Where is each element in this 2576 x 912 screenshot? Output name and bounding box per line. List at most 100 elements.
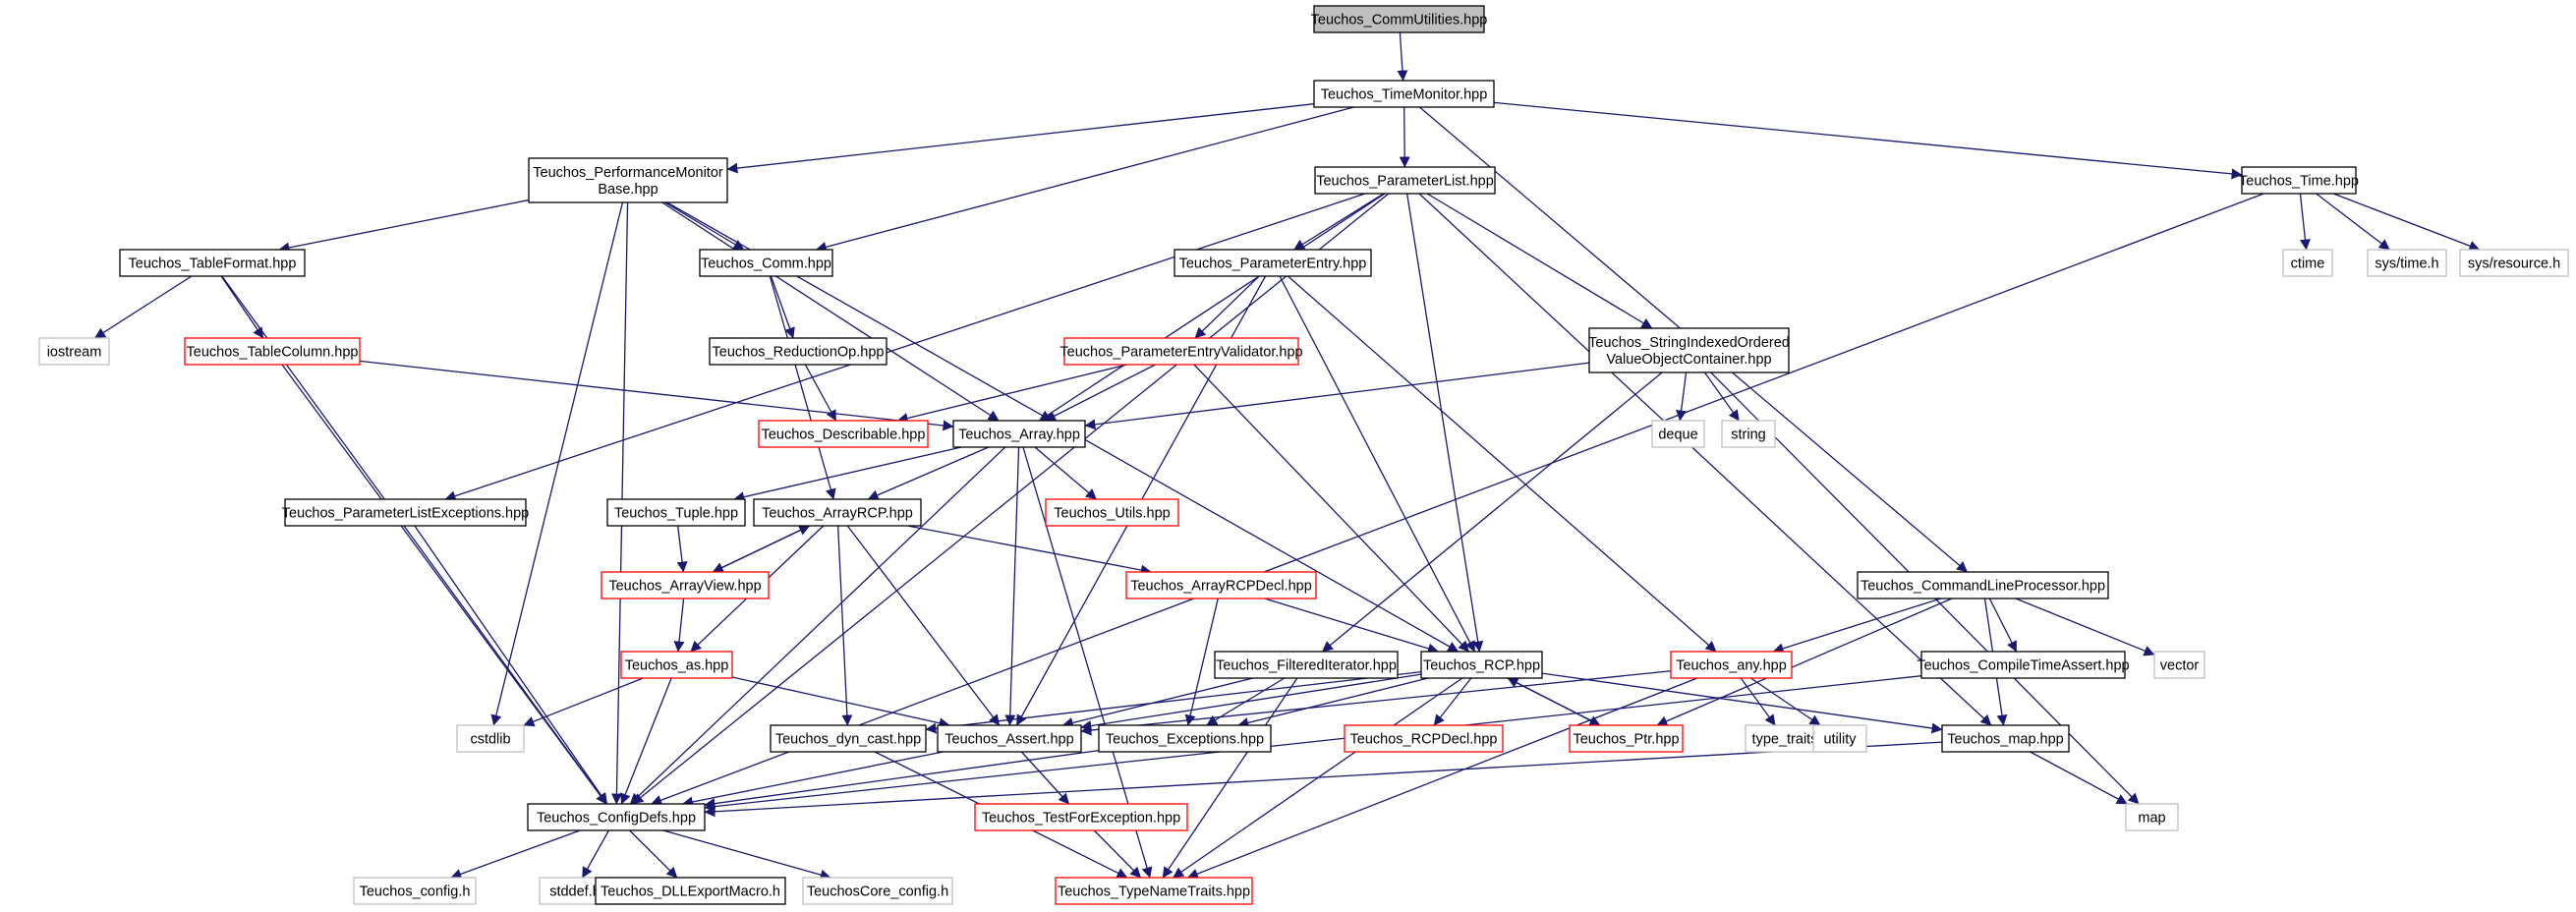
node-coreconfig: TeuchosCore_config.h [802,877,953,905]
node-label: Teuchos_Time.hpp [2239,174,2359,190]
node-label: Teuchos_RCP.hpp [1423,658,1540,674]
node-as[interactable]: Teuchos_as.hpp [620,651,733,679]
node-tablecol[interactable]: Teuchos_TableColumn.hpp [184,337,361,366]
node-label: Teuchos_RCPDecl.hpp [1350,732,1498,748]
edges-layer [94,31,2481,881]
node-box [1344,724,1504,753]
node-label: Teuchos_TestForException.hpp [982,811,1180,826]
node-box [620,651,733,679]
edge-exceptions-to-configdefs [704,749,1100,810]
node-map_hpp[interactable]: Teuchos_map.hpp [1941,724,2070,753]
edge-arrayrcp-to-dyncast [836,525,853,726]
edge-tableformat-to-tablecol [220,275,264,339]
node-label: Teuchos_ParameterList.hpp [1316,174,1494,190]
edge-any-to-typename [1186,677,1698,880]
edge-strindexed-to-array [1084,362,1590,430]
node-box [1569,724,1684,753]
node-arrayview[interactable]: Teuchos_ArrayView.hpp [601,571,770,599]
node-testforexc[interactable]: Teuchos_TestForException.hpp [974,803,1188,831]
node-box [753,498,922,527]
edge-arrayview-to-arrayrcp [712,525,811,573]
node-config: Teuchos_config.h [353,877,477,905]
edge-rcp-to-dyncast [925,671,1422,734]
node-label: deque [1658,428,1697,443]
node-timemon[interactable]: Teuchos_TimeMonitor.hpp [1313,80,1495,108]
edge-array-to-configdefs [629,446,1006,805]
node-time[interactable]: Teuchos_Time.hpp [2239,166,2359,195]
node-plexceptions[interactable]: Teuchos_ParameterListExceptions.hpp [282,498,529,527]
edge-rcp-to-map_hpp [1541,672,1943,734]
node-filtered[interactable]: Teuchos_FilteredIterator.hpp [1214,651,1399,679]
edge-pevalidator-to-array [1045,364,1156,422]
node-label: sys/resource.h [2468,256,2560,272]
edge-timemon-to-time [1493,101,2243,180]
node-any[interactable]: Teuchos_any.hpp [1670,651,1793,679]
node-label: type_traits [1752,732,1818,748]
node-configdefs[interactable]: Teuchos_ConfigDefs.hpp [527,803,706,831]
node-comm[interactable]: Teuchos_Comm.hpp [699,249,833,277]
node-deque: deque [1651,420,1705,448]
node-rcpdecl[interactable]: Teuchos_RCPDecl.hpp [1344,724,1504,753]
edge-arrayview-to-as [673,598,685,653]
node-root[interactable]: Teuchos_CommUtilities.hpp [1311,5,1488,33]
node-label: Teuchos_config.h [360,884,471,900]
node-label: TeuchosCore_config.h [807,884,948,900]
node-paramentry[interactable]: Teuchos_ParameterEntry.hpp [1174,249,1372,277]
edge-rcp-to-assert [1080,673,1422,731]
node-rcp[interactable]: Teuchos_RCP.hpp [1420,651,1543,679]
node-label: Teuchos_dyn_cast.hpp [775,732,921,748]
node-arrayrcpdecl[interactable]: Teuchos_ArrayRCPDecl.hpp [1125,571,1317,599]
node-label: stddef.h [549,884,601,900]
node-box [1174,249,1372,277]
edge-strindexed-to-string [1703,371,1740,422]
node-dyncast[interactable]: Teuchos_dyn_cast.hpp [770,724,927,753]
node-label: Teuchos_TableFormat.hpp [129,256,297,272]
node-label: Teuchos_Array.hpp [958,428,1080,443]
node-box [758,420,929,448]
node-label: Teuchos_Comm.hpp [701,256,831,272]
node-array[interactable]: Teuchos_Array.hpp [952,420,1086,448]
edge-time-to-ctime [2299,193,2311,251]
node-box [974,803,1188,831]
node-box [1941,724,2070,753]
node-typename[interactable]: Teuchos_TypeNameTraits.hpp [1055,877,1253,905]
node-label: Teuchos_Exceptions.hpp [1106,732,1264,748]
node-label: Teuchos_Assert.hpp [945,732,1073,748]
node-box [1857,571,2109,599]
edge-perfmon-to-array [661,201,1000,422]
edge-paramlist-to-array [1039,193,1386,422]
node-cmdline[interactable]: Teuchos_CommandLineProcessor.hpp [1857,571,2109,599]
node-box [527,803,706,831]
node-exceptions[interactable]: Teuchos_Exceptions.hpp [1098,724,1272,753]
node-paramlist[interactable]: Teuchos_ParameterList.hpp [1314,166,1496,195]
edge-tablecol-to-configdefs [281,364,607,805]
node-vector: vector [2153,651,2205,679]
node-strindexed[interactable]: Teuchos_StringIndexedOrderedValueObjectC… [1588,327,1790,373]
node-box [606,498,746,527]
node-utils[interactable]: Teuchos_Utils.hpp [1045,498,1179,527]
edge-as-to-cstdlib [523,677,644,727]
edge-paramlist-to-rcp [1405,193,1484,653]
nodes-layer: Teuchos_CommUtilities.hppTeuchos_TimeMon… [38,5,2569,905]
node-compiletime[interactable]: Teuchos_CompileTimeAssert.hpp [1917,651,2130,679]
node-assert[interactable]: Teuchos_Assert.hpp [937,724,1082,753]
node-ptr[interactable]: Teuchos_Ptr.hpp [1569,724,1684,753]
node-label: Teuchos_CommandLineProcessor.hpp [1860,579,2105,595]
node-box [1045,498,1179,527]
node-reduction[interactable]: Teuchos_ReductionOp.hpp [709,337,887,366]
node-label: cstdlib [470,732,510,748]
node-tuple[interactable]: Teuchos_Tuple.hpp [606,498,746,527]
node-label: iostream [47,345,102,361]
node-pevalidator[interactable]: Teuchos_ParameterEntryValidator.hpp [1059,337,1303,366]
node-arrayrcp[interactable]: Teuchos_ArrayRCP.hpp [753,498,922,527]
node-sysres: sys/resource.h [2459,249,2569,277]
node-tableformat[interactable]: Teuchos_TableFormat.hpp [119,249,306,277]
node-describable[interactable]: Teuchos_Describable.hpp [758,420,929,448]
edge-array-to-assert [1004,446,1020,726]
edge-compiletime-to-configdefs [704,675,1922,813]
node-box [2459,249,2569,277]
edge-tableformat-to-iostream [94,275,193,339]
node-dllexport[interactable]: Teuchos_DLLExportMacro.h [595,877,786,905]
